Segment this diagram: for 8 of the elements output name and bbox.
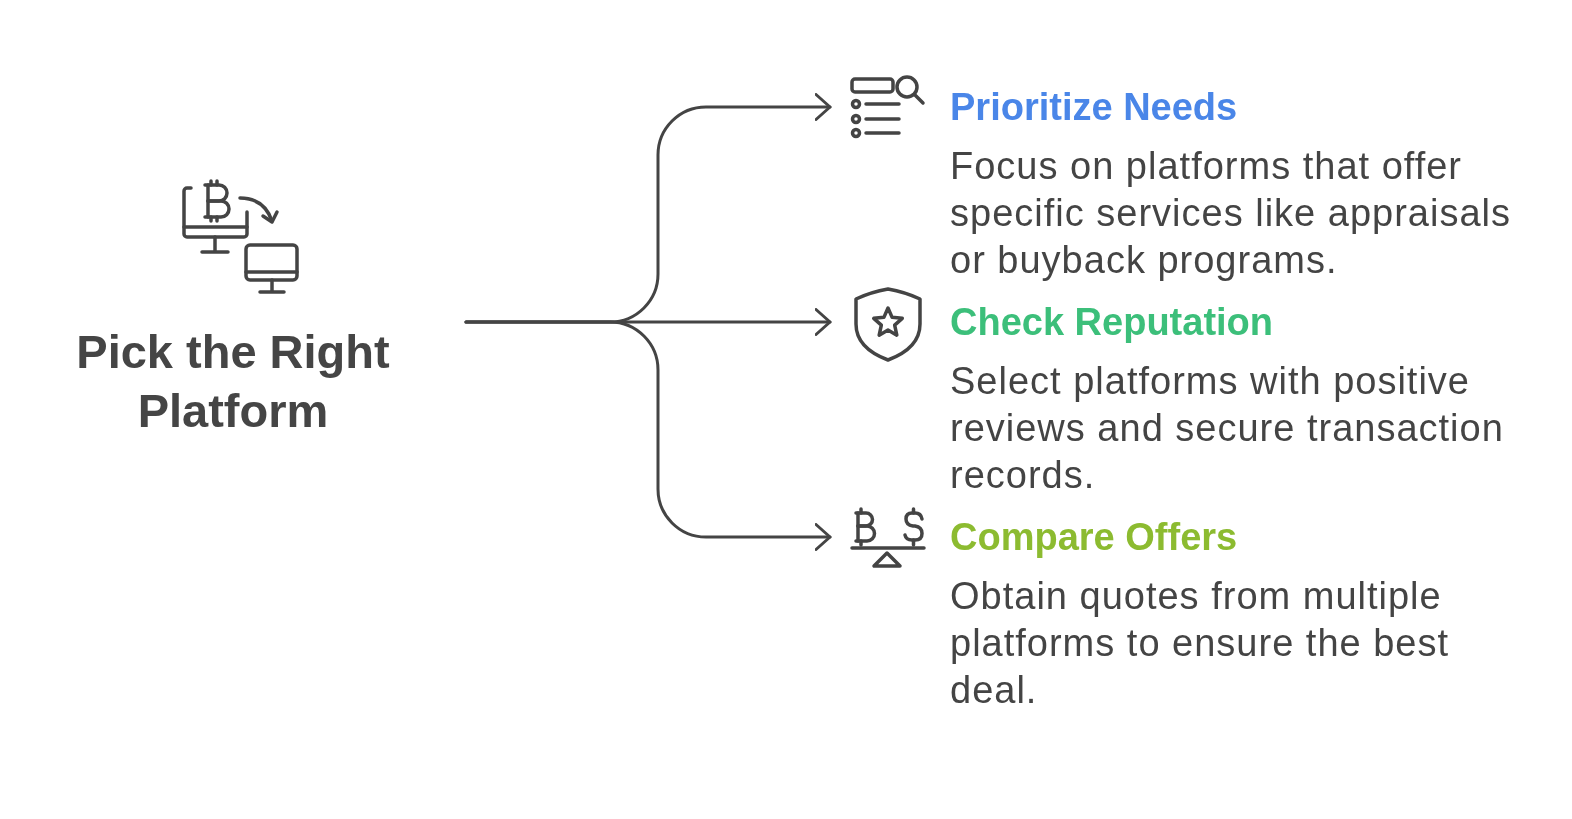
title: Pick the Right Platform xyxy=(75,324,391,439)
description: Obtain quotes from multiple platforms to ensure the best deal. xyxy=(950,574,1451,713)
description: Focus on platforms that offer specific services like appraisals or buyback programs. xyxy=(950,144,1512,283)
heading: Prioritize Needs xyxy=(950,85,1238,129)
description: Select platforms with positive reviews and secure transaction records. xyxy=(950,359,1505,498)
heading: Compare Offers xyxy=(950,515,1238,559)
arrow xyxy=(464,320,832,551)
heading: Check Reputation xyxy=(950,300,1274,344)
